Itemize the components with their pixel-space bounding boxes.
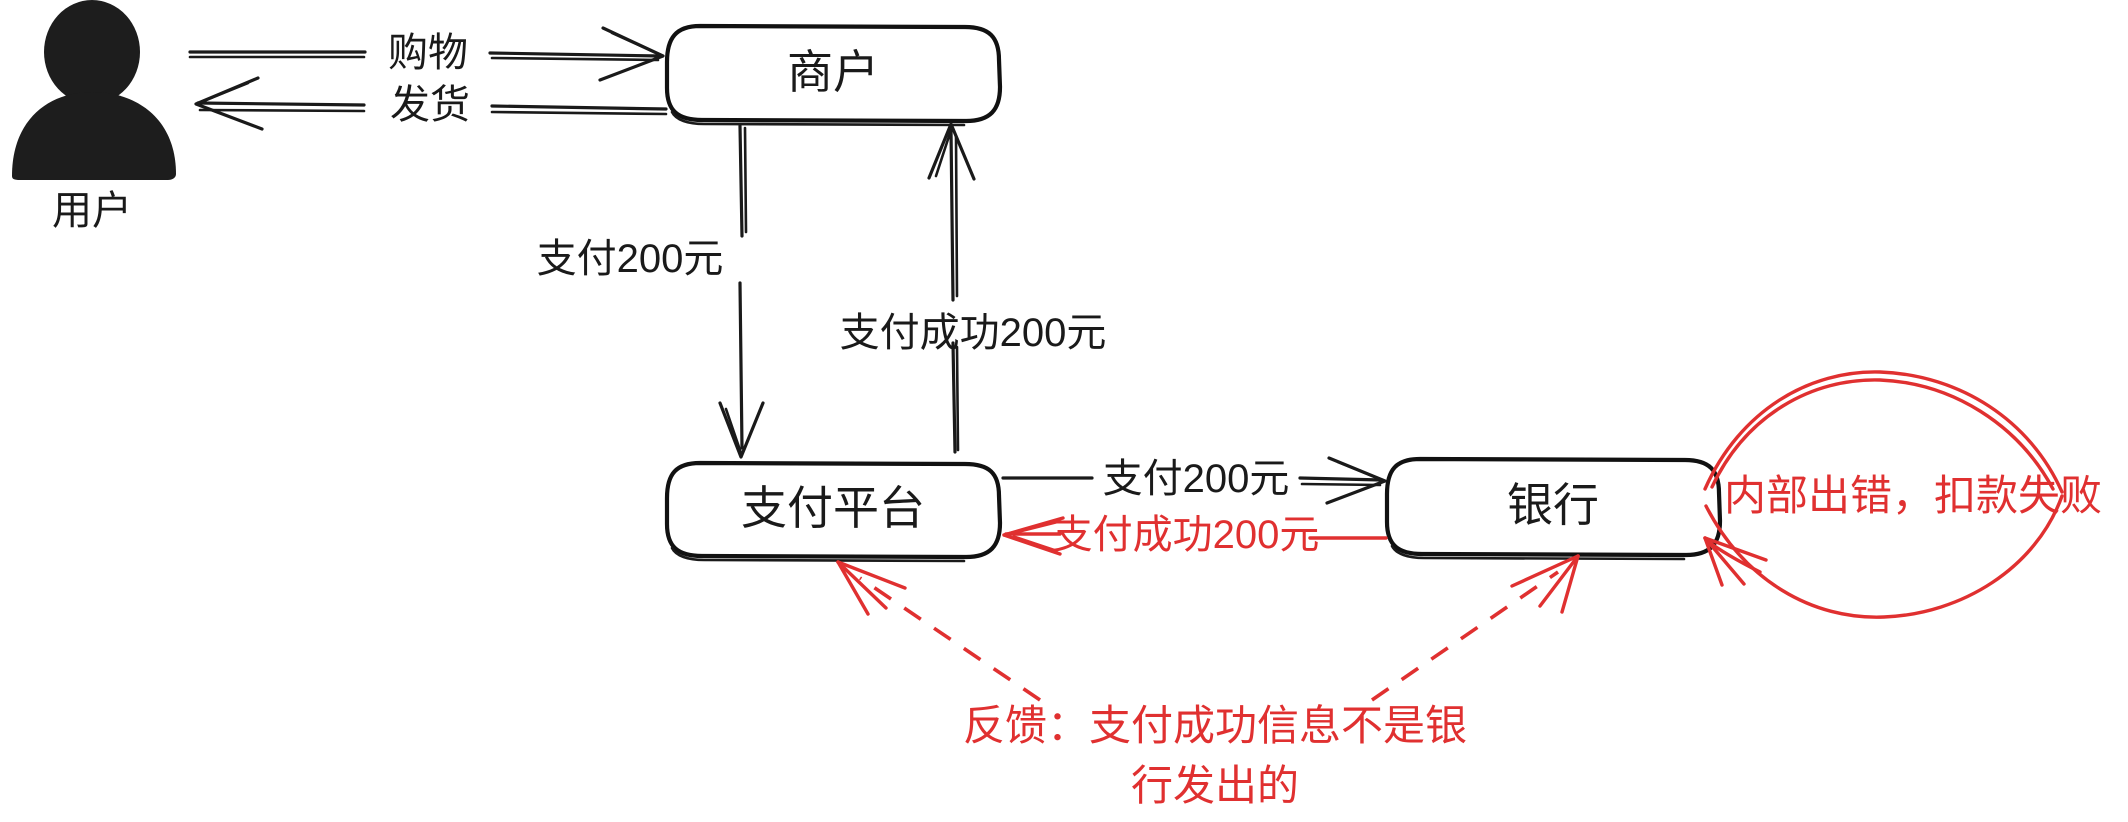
edge-pay-success-up-label: 支付成功200元 xyxy=(840,311,1107,355)
edge-shopping-label: 购物 xyxy=(388,31,468,75)
actor-label: 用户 xyxy=(52,189,132,233)
edge-shipping xyxy=(194,76,668,131)
annotation-feedback-callout-lines xyxy=(836,554,1580,702)
edge-pay-success-back-label: 支付成功200元 xyxy=(1053,513,1320,557)
node-merchant-label: 商户 xyxy=(787,46,879,98)
user-person-icon xyxy=(12,0,176,180)
edge-shipping-label: 发货 xyxy=(390,83,470,127)
edge-pay200-bank xyxy=(1001,456,1387,505)
node-bank-label: 银行 xyxy=(1507,479,1599,531)
edge-pay-success-back xyxy=(1002,516,1388,556)
node-payment-platform-label: 支付平台 xyxy=(741,482,925,534)
edge-pay200-bank-label: 支付200元 xyxy=(1103,457,1290,501)
annotation-bank-internal-error-label: 内部出错，扣款失败 xyxy=(1724,472,2102,519)
edge-shopping xyxy=(188,26,665,82)
edge-pay200-down xyxy=(718,124,765,459)
node-bank[interactable] xyxy=(1384,456,1723,561)
annotation-feedback-line1: 反馈：支付成功信息不是银 xyxy=(963,702,1467,749)
node-payment-platform[interactable] xyxy=(664,460,1003,563)
annotation-bank-internal-error-shape xyxy=(1703,370,2064,619)
node-merchant[interactable] xyxy=(664,23,1003,127)
edge-pay200-down-label: 支付200元 xyxy=(537,237,724,281)
annotation-feedback-line2: 行发出的 xyxy=(1131,762,1299,809)
edge-pay-success-up xyxy=(927,122,976,454)
